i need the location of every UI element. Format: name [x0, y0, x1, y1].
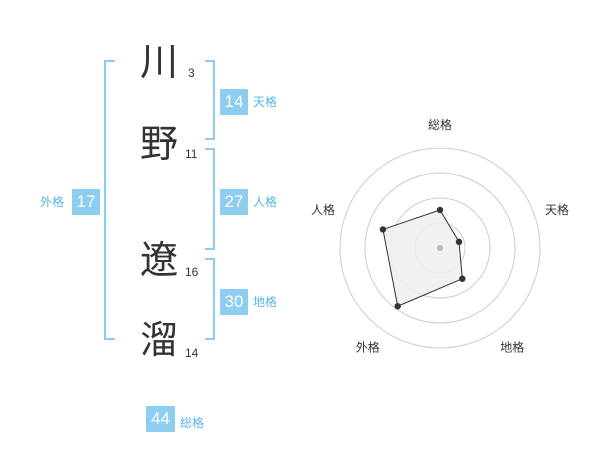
name-char-2: 野	[140, 122, 179, 166]
jinkaku-bracket	[205, 148, 215, 250]
name-char-3: 遼	[140, 238, 179, 282]
soukaku-label: 総格	[180, 416, 205, 430]
gaikaku-bracket	[104, 60, 115, 340]
stroke-count-4: 14	[185, 346, 199, 360]
stroke-count-1: 3	[188, 66, 195, 80]
jinkaku-badge: 27	[220, 189, 248, 215]
chikaku-badge: 30	[220, 289, 248, 315]
radar-point	[436, 206, 444, 214]
jinkaku-label: 人格	[253, 195, 278, 209]
soukaku-badge: 44	[146, 406, 175, 432]
radar-point	[394, 303, 401, 310]
radar-ring	[364, 172, 516, 324]
radar-ring	[339, 147, 541, 349]
chikaku-label: 地格	[253, 295, 278, 309]
gaikaku-label: 外格	[40, 195, 65, 209]
tenkaku-badge: 14	[220, 89, 248, 115]
radar-point	[459, 275, 466, 282]
name-char-4: 溜	[140, 318, 179, 362]
radar-axis-label: 外格	[356, 340, 380, 355]
radar-polygon	[382, 209, 463, 307]
stroke-count-2: 11	[185, 147, 198, 161]
tenkaku-label: 天格	[253, 95, 278, 109]
radar-center	[437, 245, 443, 251]
name-char-1: 川	[140, 40, 179, 84]
radar-axis-label: 人格	[311, 202, 335, 217]
chikaku-bracket	[205, 258, 215, 340]
gaikaku-badge: 17	[72, 189, 100, 215]
radar-point	[379, 226, 387, 233]
radar-point	[455, 238, 463, 246]
radar-axis-label: 天格	[545, 202, 569, 217]
radar-axis-label: 総格	[428, 117, 452, 132]
radar-axis-label: 地格	[500, 340, 524, 355]
stroke-count-3: 16	[185, 265, 199, 279]
tenkaku-bracket	[205, 60, 215, 140]
